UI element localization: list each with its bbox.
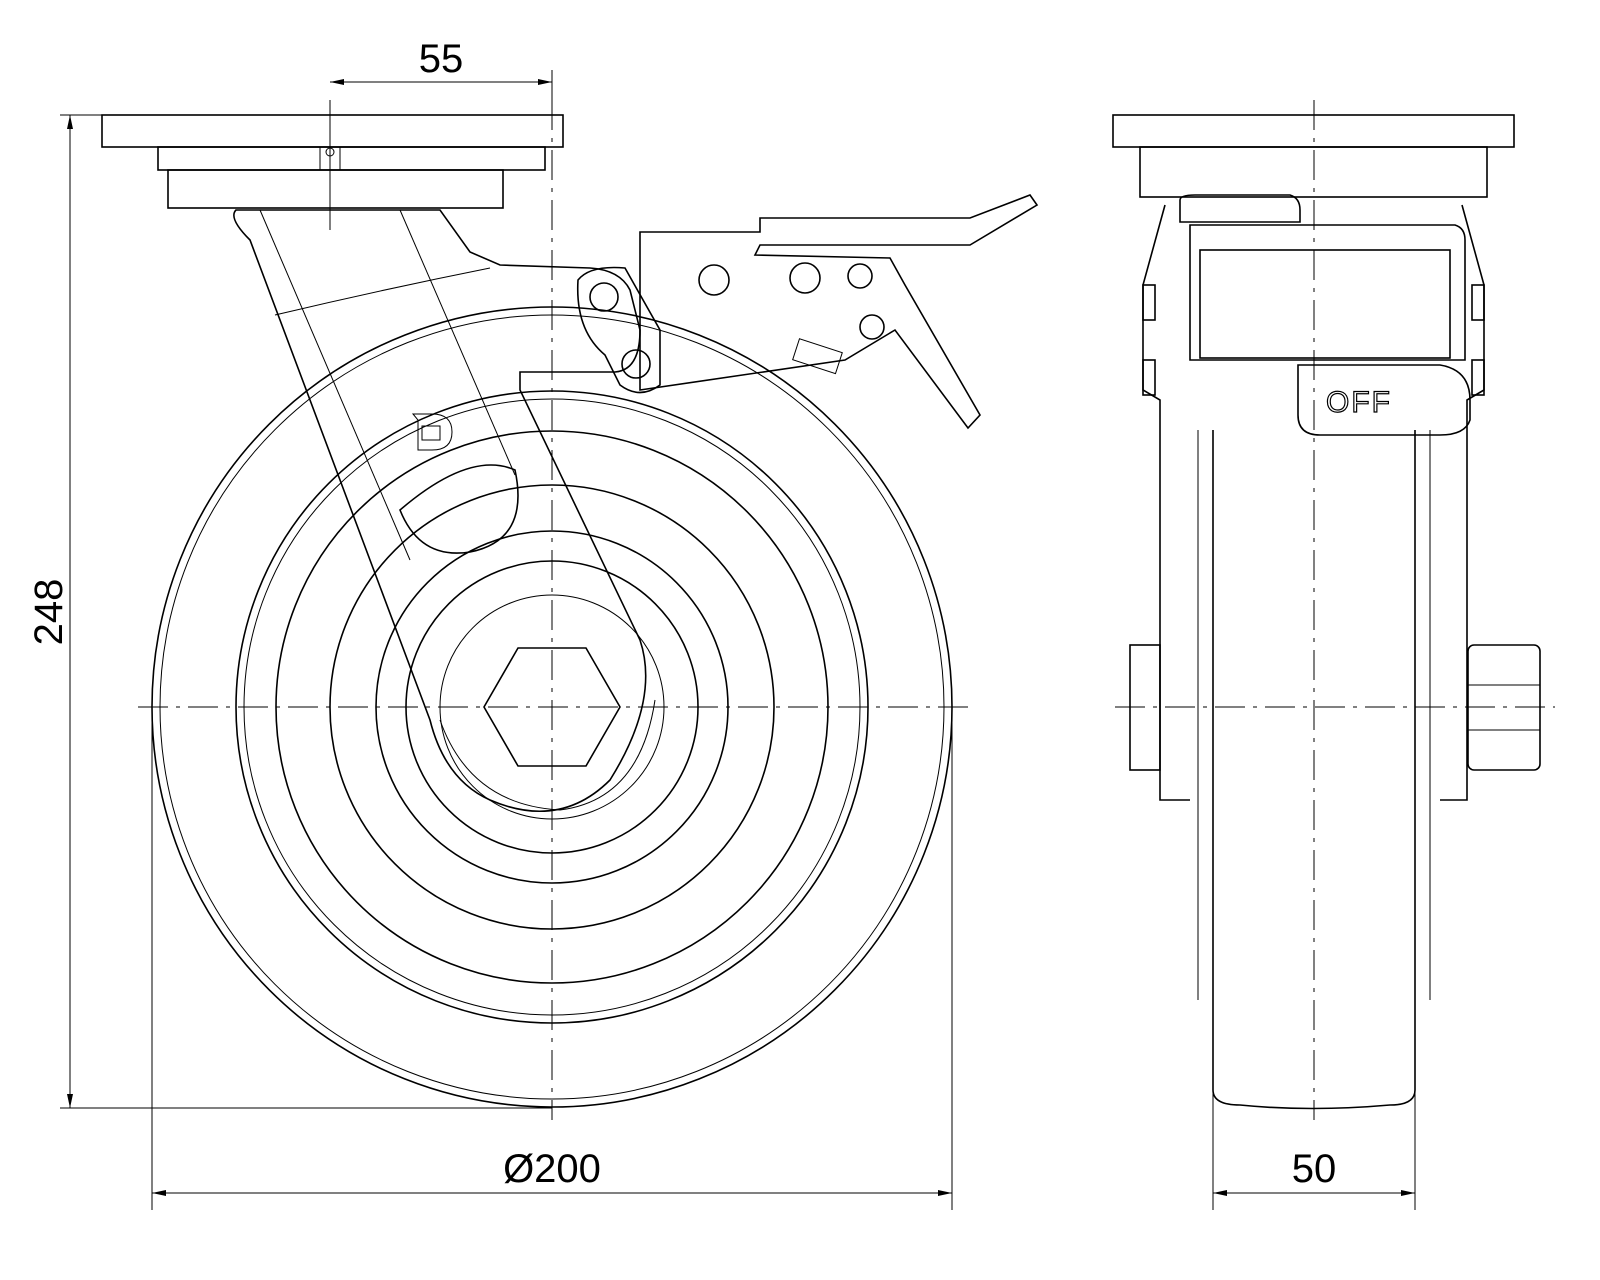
front-view: OFF	[1112, 114, 1541, 1110]
dimensions: 55 248 Ø200 50	[27, 37, 1416, 1210]
brake-state-label: OFF	[1326, 386, 1392, 419]
side-view	[101, 114, 1039, 1108]
wheel-front	[1212, 430, 1416, 1110]
dimension-wheel-width: 50	[1292, 1147, 1337, 1191]
dimension-height: 248	[27, 579, 71, 646]
brake-lever-side	[576, 194, 1039, 430]
center-lines	[138, 100, 1555, 1120]
brand-logo-icon	[411, 413, 453, 451]
axle-nut-hex	[483, 647, 621, 767]
top-plate-side	[101, 114, 564, 209]
dimension-offset: 55	[419, 37, 464, 81]
dimension-wheel-diameter: Ø200	[503, 1147, 601, 1191]
fork-arm	[233, 209, 656, 812]
